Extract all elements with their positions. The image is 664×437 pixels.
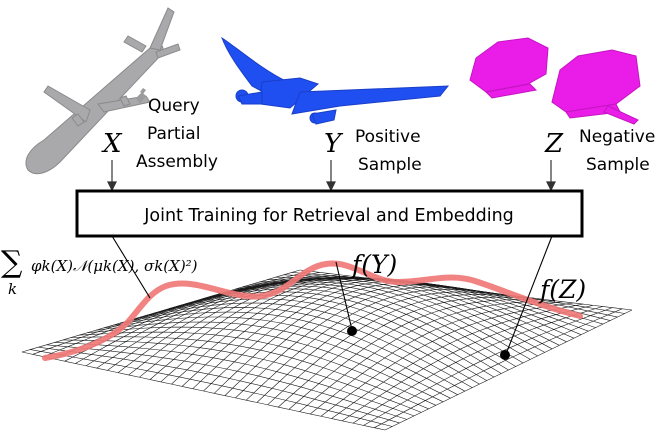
query-airplane-shape: [25, 7, 181, 175]
mesh-line-u: [30, 349, 393, 427]
mesh-line-v: [320, 302, 574, 417]
mesh-line-u: [62, 339, 422, 413]
mixture-sum-index: k: [8, 280, 17, 298]
mixture-sum-symbol: ∑: [1, 245, 23, 280]
query-label-line-1: Query: [148, 96, 200, 116]
mesh-line-v: [331, 303, 584, 419]
query-part-fragment: [136, 88, 146, 104]
training-box: [75, 189, 584, 238]
fZ-label: f(Z): [538, 275, 586, 304]
mesh-line-u: [87, 326, 444, 403]
mesh-line-v: [53, 273, 330, 360]
fY-label: f(Y): [350, 250, 397, 279]
query-label-line-2: Partial: [147, 124, 200, 144]
query-symbol: X: [101, 129, 123, 159]
mesh-line-v: [277, 296, 535, 408]
mesh-line-v: [299, 300, 554, 412]
fY-point: [347, 326, 357, 336]
mesh-line-v: [235, 286, 496, 399]
mesh-line-v: [213, 282, 476, 394]
positive-label-line-2: Sample: [358, 155, 422, 175]
mixture-density-curve: [42, 260, 583, 361]
fZ-point: [500, 350, 510, 360]
training-box-label: Joint Training for Retrieval and Embeddi…: [143, 206, 514, 226]
positive-airplane-shape: [221, 36, 450, 125]
mesh-line-v: [43, 272, 320, 357]
mesh-line-v: [32, 270, 310, 355]
query-label-line-3: Assembly: [136, 152, 218, 172]
mesh-line-v: [384, 309, 633, 431]
mesh-line-v: [288, 299, 545, 410]
mesh-line-v: [224, 284, 486, 396]
negative-vehicle-shape-1: [469, 37, 549, 99]
mesh-line-v: [342, 305, 593, 422]
mesh-line-v: [363, 307, 613, 426]
mesh-line-v: [267, 294, 525, 406]
negative-label-line-1: Negative: [579, 127, 655, 147]
mesh-line-v: [352, 306, 603, 424]
negative-vehicle-shape-2: [551, 49, 641, 125]
negative-label-line-2: Sample: [586, 155, 650, 175]
negative-symbol: Z: [544, 129, 564, 159]
mesh-line-v: [374, 308, 623, 428]
embedding-connectors: [111, 235, 553, 355]
positive-label-line-1: Positive: [355, 127, 421, 147]
mesh-line-v: [245, 289, 506, 401]
mesh-line-v: [256, 291, 515, 403]
mixture-formula: φk(X)𝒩(μk(X), σk(X)²): [31, 257, 198, 275]
mesh-line-v: [310, 301, 564, 415]
positive-symbol: Y: [324, 129, 344, 159]
mesh-line-v: [21, 269, 301, 353]
mesh-line-u: [95, 321, 451, 399]
input-arrows: [107, 160, 556, 192]
